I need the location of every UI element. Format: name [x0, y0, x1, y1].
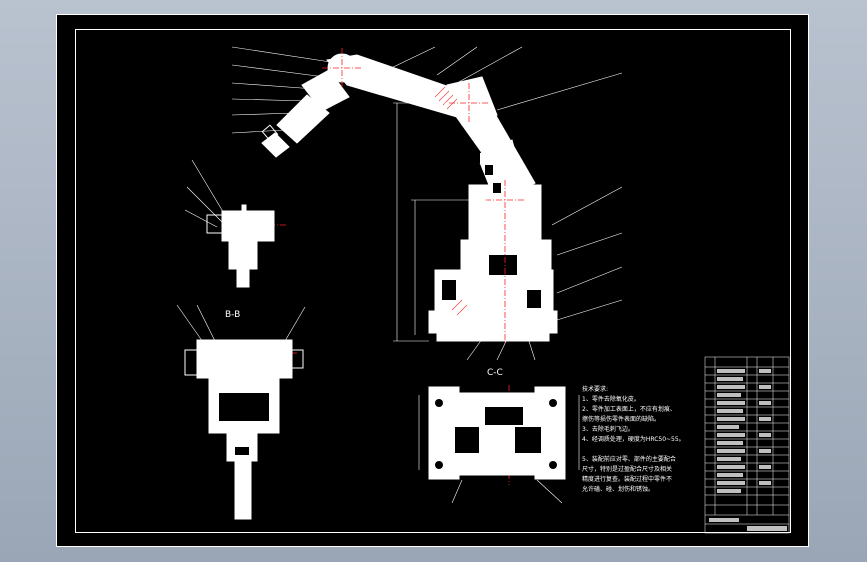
note-line: 3、去除毛刺飞边。 [582, 425, 634, 433]
wrist-joint [301, 69, 350, 112]
note-line: 2、零件加工表面上，不应有划痕、 [582, 405, 676, 413]
notes-title: 技术要求: [582, 385, 608, 393]
side-view-top [206, 204, 275, 288]
note-line: 1、零件去除氧化皮。 [582, 395, 640, 403]
technical-notes: 技术要求: 1、零件去除氧化皮。 2、零件加工表面上，不应有划痕、 擦伤等损伤零… [582, 385, 685, 493]
note-line: 允许磕、碰、划伤和锈蚀。 [582, 485, 654, 493]
section-bb [184, 339, 304, 520]
drawing-sheet: B-B C-C [56, 14, 809, 547]
section-cc-cutouts [435, 399, 557, 469]
drawing-border [75, 29, 791, 533]
leader-lines [231, 46, 623, 361]
section-label-cc: C-C [487, 368, 503, 378]
hatching [434, 86, 468, 316]
section-bb-leaders [176, 304, 306, 346]
section-cc-leaders [418, 395, 580, 504]
note-line: 尺寸，特别是过盈配合尺寸及相关 [582, 465, 672, 473]
base-foot [428, 310, 558, 334]
gripper-jaw [261, 124, 279, 142]
note-line: 4、经调质处理，硬度为HRC50~55。 [582, 435, 685, 443]
dimensions [393, 102, 487, 342]
parts-list-fill [709, 369, 787, 531]
base-bottom [436, 332, 550, 342]
parts-list-table [704, 356, 790, 534]
section-label-bb: B-B [225, 310, 240, 320]
arm-cutouts [442, 153, 541, 308]
section-bb-cutouts [219, 393, 269, 455]
drawing-canvas: B-B C-C [176, 46, 790, 534]
robot-arm-elevation [261, 53, 558, 342]
note-line: 5、装配前应对零、部件的主要配合 [582, 455, 676, 463]
wrist [276, 94, 330, 144]
side-view-top-leaders [184, 159, 226, 228]
note-line: 擦伤等损伤零件表面的缺陷。 [582, 415, 660, 423]
note-line: 精度进行复查。装配过程中零件不 [582, 475, 672, 483]
section-cc [428, 386, 566, 480]
